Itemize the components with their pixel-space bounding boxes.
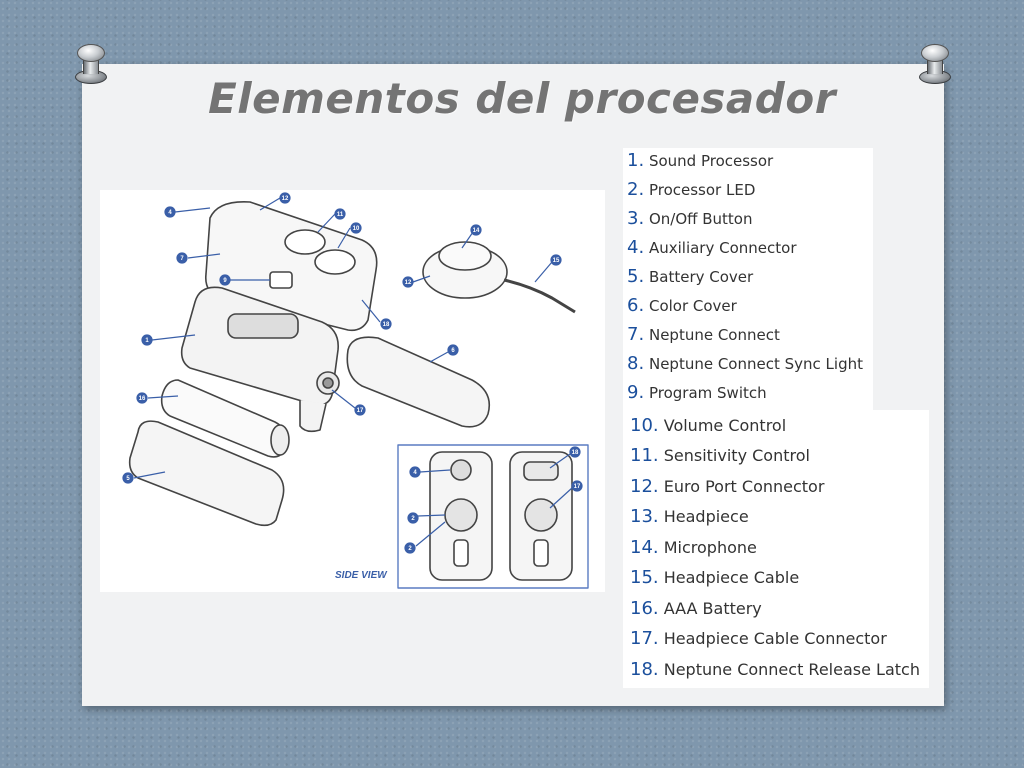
battery-cover-shape — [128, 420, 285, 527]
legend-column-a: 1. Sound Processor 2. Processor LED 3. O… — [623, 148, 873, 410]
legend-label: Euro Port Connector — [663, 477, 825, 496]
callout-5: 5 — [126, 476, 130, 482]
legend-item-4: 4. Auxiliary Connector — [627, 237, 797, 258]
processor-diagram: 4 12 7 11 10 9 18 1 16 17 5 6 12 14 15 4… — [100, 190, 605, 592]
legend-number: 8. — [627, 353, 645, 374]
callout-9: 9 — [223, 278, 227, 284]
legend-item-18: 18. Neptune Connect Release Latch — [630, 659, 920, 680]
callout-16: 16 — [139, 396, 146, 402]
legend-label: Processor LED — [648, 181, 756, 199]
legend-label: Auxiliary Connector — [648, 239, 797, 257]
legend-item-14: 14. Microphone — [630, 537, 757, 558]
legend-item-6: 6. Color Cover — [627, 295, 737, 316]
legend-label: Color Cover — [648, 297, 737, 315]
legend-item-9: 9. Program Switch — [627, 382, 767, 403]
processor-diagram-svg: 4 12 7 11 10 9 18 1 16 17 5 6 12 14 15 4… — [122, 192, 589, 589]
legend-item-13: 13. Headpiece — [630, 506, 749, 527]
legend-number: 10. — [630, 415, 659, 436]
callout-17b: 17 — [574, 484, 581, 490]
legend-label: Neptune Connect Sync Light — [648, 355, 863, 373]
callout-7: 7 — [180, 256, 184, 262]
legend-label: Headpiece Cable — [663, 568, 800, 587]
legend-label: Headpiece Cable Connector — [663, 629, 887, 648]
legend-number: 2. — [627, 179, 645, 200]
callout-18b: 18 — [572, 450, 579, 456]
slide-title: Elementos del procesador — [208, 74, 836, 123]
callout-18: 18 — [383, 322, 390, 328]
legend-item-11: 11. Sensitivity Control — [630, 445, 810, 466]
left-pushpin-icon — [75, 44, 107, 84]
legend-item-17: 17. Headpiece Cable Connector — [630, 628, 887, 649]
legend-label: On/Off Button — [648, 210, 753, 228]
program-switch-shape — [269, 271, 293, 289]
callout-12b: 12 — [405, 280, 412, 286]
callout-2: 2 — [411, 516, 415, 522]
legend-label: Microphone — [663, 538, 757, 557]
callout-12: 12 — [282, 196, 289, 202]
control-knob-1 — [284, 229, 326, 255]
color-cover-shape — [346, 336, 491, 428]
callout-14: 14 — [473, 228, 480, 234]
legend-label: Neptune Connect — [648, 326, 780, 344]
legend-item-7: 7. Neptune Connect — [627, 324, 780, 345]
legend-label: Neptune Connect Release Latch — [663, 660, 920, 679]
callout-1: 1 — [145, 338, 149, 344]
legend-number: 6. — [627, 295, 645, 316]
side-view-label: SIDE VIEW — [335, 570, 388, 581]
legend-item-10: 10. Volume Control — [630, 415, 786, 436]
legend-column-b: 10. Volume Control 11. Sensitivity Contr… — [623, 410, 929, 688]
legend-number: 4. — [627, 237, 645, 258]
legend-label: Sound Processor — [648, 152, 774, 170]
legend-label: AAA Battery — [663, 599, 762, 618]
legend-number: 7. — [627, 324, 645, 345]
sound-processor-shape — [180, 286, 339, 406]
legend-number: 9. — [627, 382, 645, 403]
legend-item-8: 8. Neptune Connect Sync Light — [627, 353, 863, 374]
legend-number: 11. — [630, 445, 659, 466]
right-pushpin-icon — [919, 44, 951, 84]
legend-item-12: 12. Euro Port Connector — [630, 476, 824, 497]
legend-number: 3. — [627, 208, 645, 229]
legend-item-15: 15. Headpiece Cable — [630, 567, 799, 588]
legend-number: 5. — [627, 266, 645, 287]
control-knob-2 — [314, 249, 356, 275]
processor-buttons-shape — [227, 313, 299, 339]
legend-item-3: 3. On/Off Button — [627, 208, 753, 229]
legend-label: Battery Cover — [648, 268, 754, 286]
legend-number: 17. — [630, 628, 659, 649]
legend-item-2: 2. Processor LED — [627, 179, 755, 200]
legend-number: 1. — [627, 150, 645, 171]
legend-number: 18. — [630, 659, 659, 680]
legend-item-16: 16. AAA Battery — [630, 598, 762, 619]
callout-6: 6 — [451, 348, 455, 354]
legend-number: 14. — [630, 537, 659, 558]
legend-item-5: 5. Battery Cover — [627, 266, 753, 287]
callout-10: 10 — [353, 226, 360, 232]
callout-2b: 2 — [408, 546, 412, 552]
callout-17: 17 — [357, 408, 364, 414]
callout-11: 11 — [337, 212, 344, 218]
legend-label: Program Switch — [648, 384, 767, 402]
callout-15: 15 — [553, 258, 560, 264]
legend-number: 13. — [630, 506, 659, 527]
legend-number: 15. — [630, 567, 659, 588]
legend-number: 16. — [630, 598, 659, 619]
headpiece-cable-shape — [503, 278, 576, 314]
legend-item-1: 1. Sound Processor — [627, 150, 773, 171]
legend-label: Sensitivity Control — [663, 446, 810, 465]
callout-4: 4 — [168, 210, 172, 216]
legend-number: 12. — [630, 476, 659, 497]
legend-label: Headpiece — [663, 507, 749, 526]
callout-4b: 4 — [413, 470, 417, 476]
legend-label: Volume Control — [663, 416, 787, 435]
